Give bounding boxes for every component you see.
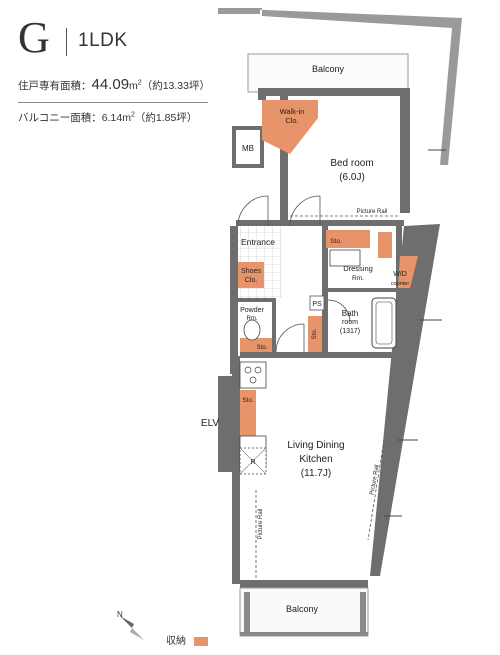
label-bedroom-size: (6.0J) <box>339 172 365 183</box>
label-bath-2: room <box>342 319 358 326</box>
label-dressing-1: Dressing <box>343 264 373 273</box>
balcony-area-unit: m <box>122 112 131 124</box>
wd-counter-area <box>398 256 418 288</box>
label-sto-upper: Sto. <box>330 238 342 245</box>
balcony-bottom-area <box>239 587 369 637</box>
label-elv: ELV <box>201 418 219 429</box>
unit-type-letter: G <box>18 13 50 62</box>
label-sto-bath: Sto. <box>312 328 318 339</box>
label-dressing-2: Rm. <box>352 275 364 282</box>
header-rule <box>18 102 208 103</box>
label-sto-powder: Sto. <box>257 345 268 351</box>
label-ps: PS <box>312 301 322 308</box>
label-powder-1: Powder <box>240 307 264 314</box>
bathtub-inner <box>375 301 393 345</box>
north-arrow-icon: N <box>117 610 144 640</box>
windows-right <box>384 149 446 517</box>
label-entrance: Entrance <box>241 237 275 247</box>
balcony-top-frame <box>218 8 462 165</box>
sto-small-area <box>378 232 392 258</box>
exclusive-area-value: 44.09 <box>91 76 130 93</box>
sto-upper-area <box>326 230 370 248</box>
walkin-closet-area <box>262 100 318 154</box>
label-walkin-2: Clo. <box>285 116 298 125</box>
label-balcony-top: Balcony <box>312 64 345 74</box>
balcony-area: バルコニー面積：6.14m2（約1.85坪） <box>18 110 197 125</box>
label-walkin-1: Walk-in <box>280 107 305 116</box>
label-shoes-2: Clo. <box>245 277 258 284</box>
label-ldk-2: Kitchen <box>299 454 332 465</box>
exclusive-area-sup: 2 <box>137 79 142 87</box>
balcony-area-value: 6.14 <box>101 112 123 124</box>
exclusive-area: 住戸専有面積：44.09m2（約13.33坪） <box>18 76 210 93</box>
picture-rail-right-line <box>367 439 385 541</box>
sto-bath-area <box>308 316 322 352</box>
bathtub <box>371 297 397 349</box>
unit-layout: 1LDK <box>78 30 128 51</box>
exclusive-area-unit: m <box>129 80 138 92</box>
toilet <box>243 319 261 341</box>
north-letter: N <box>117 610 123 619</box>
sto-powder-area <box>240 338 272 352</box>
label-picture-rail-left: Picture Rail <box>258 509 264 540</box>
exclusive-area-label: 住戸専有面積： <box>18 80 92 92</box>
balcony-area-sup: 2 <box>130 111 135 119</box>
label-shoes-1: Shoes <box>241 268 261 275</box>
label-picture-rail-right: Picture Rail <box>369 464 380 495</box>
label-bedroom: Bed room <box>330 158 373 169</box>
legend-swatch <box>194 636 208 646</box>
balcony-area-label: バルコニー面積： <box>18 112 102 124</box>
label-wd-1: W/D <box>393 271 407 278</box>
legend-label: 収納 <box>166 636 186 647</box>
ps-box <box>309 295 325 311</box>
label-wd-2: counter <box>391 281 410 287</box>
label-mb: MB <box>242 144 254 153</box>
balcony-railing <box>218 8 462 165</box>
balcony-area-tsubo: （約1.85坪） <box>134 112 198 124</box>
label-sto-kitchen: Sto. <box>242 397 254 404</box>
door-swings <box>237 195 351 353</box>
label-ldk-size: (11.7J) <box>301 468 331 479</box>
label-bath-1: Bath <box>342 309 358 318</box>
storage-legend: 収納 <box>166 632 208 647</box>
label-balcony-bottom: Balcony <box>286 604 319 614</box>
sto-kitchen-area <box>240 390 256 436</box>
shoes-closet-area <box>238 262 264 288</box>
header-separator <box>66 28 67 56</box>
label-powder-2: Rm. <box>247 316 258 322</box>
exclusive-area-tsubo: （約13.33坪） <box>141 80 210 92</box>
label-ldk-1: Living Dining <box>287 440 344 451</box>
label-bath-3: (1317) <box>340 328 360 335</box>
balcony-railing-left <box>218 8 260 14</box>
label-picture-rail-bed: Picture Rail <box>357 209 388 215</box>
balcony-bottom-frame <box>239 587 369 637</box>
cooktop <box>239 361 267 389</box>
washbasin <box>329 249 361 267</box>
label-refrigerator: R <box>250 459 255 466</box>
